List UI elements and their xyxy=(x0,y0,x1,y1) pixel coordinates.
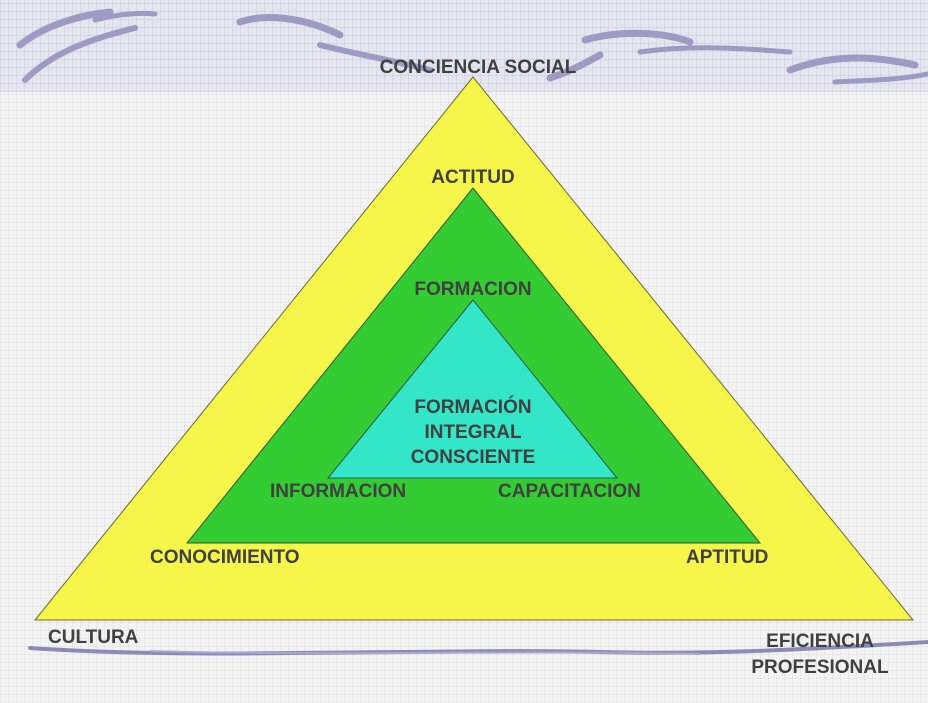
brush-stroke-1 xyxy=(16,8,114,49)
brush-stroke-10 xyxy=(832,71,928,85)
brush-stroke-7 xyxy=(581,29,694,46)
center-line-2: INTEGRAL xyxy=(424,422,522,443)
brush-stroke-2 xyxy=(22,25,138,83)
outer-right-label-line1: EFICIENCIA xyxy=(766,631,874,652)
middle-top-label: ACTITUD xyxy=(431,167,515,188)
brush-stroke-3 xyxy=(92,10,158,23)
brush-stroke-6 xyxy=(546,51,604,82)
outer-right-label-line2: PROFESIONAL xyxy=(751,657,889,678)
center-line-3: CONSCIENTE xyxy=(410,447,536,468)
middle-right-label: APTITUD xyxy=(686,547,769,568)
inner-left-label: INFORMACION xyxy=(270,481,407,502)
baseline-stroke-thin xyxy=(149,650,701,655)
apex-label: CONCIENCIA SOCIAL xyxy=(379,57,577,78)
inner-triangle xyxy=(326,299,619,479)
brush-stroke-8 xyxy=(637,45,793,55)
inner-top-label: FORMACION xyxy=(414,279,532,300)
baseline-stroke xyxy=(28,640,928,656)
middle-left-label: CONOCIMIENTO xyxy=(150,547,300,568)
outer-left-label: CULTURA xyxy=(48,627,139,648)
inner-right-label: CAPACITACION xyxy=(498,481,641,502)
brush-stroke-5 xyxy=(317,42,433,73)
center-line-1: FORMACIÓN xyxy=(414,397,532,418)
brush-stroke-9 xyxy=(786,54,919,74)
brush-stroke-4 xyxy=(236,14,344,39)
